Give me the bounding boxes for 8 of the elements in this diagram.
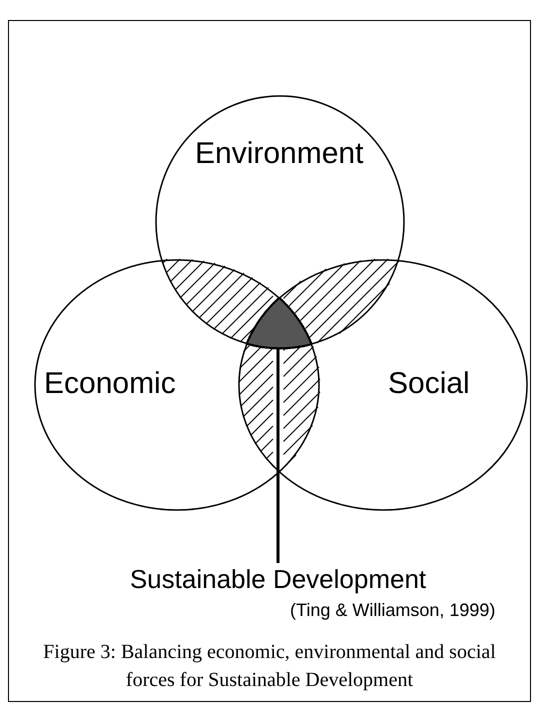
- circle-label: Environment: [195, 139, 364, 169]
- leader-line: [276, 348, 280, 563]
- node-label: Sustainable Development: [128, 563, 428, 592]
- circle-label: Economic: [44, 369, 176, 399]
- citation: (Ting & Williamson, 1999): [290, 600, 496, 621]
- caption: Figure 3: Balancing economic, environmental and social forces for Sustainable Development: [42, 640, 497, 693]
- intersection-region: [245, 296, 313, 350]
- circle-label: Social: [388, 369, 470, 399]
